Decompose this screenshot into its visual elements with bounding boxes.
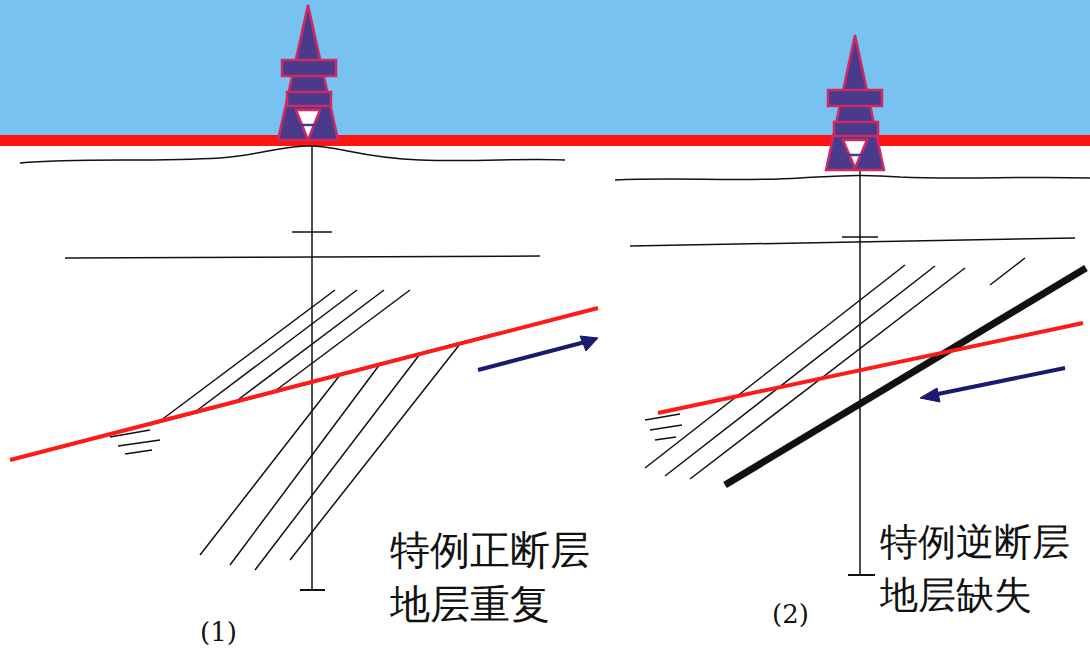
section-1 [10,146,598,590]
derrick-icon [826,35,884,170]
fault-caption: 地层重复 [390,582,550,626]
sky-band [0,0,1090,137]
derrick-icon [278,5,338,140]
fault-caption: 特例逆断层 [880,522,1070,564]
figure-number: (1) [200,618,237,647]
fault-caption: 特例正断层 [390,528,590,572]
section-2 [615,170,1090,575]
sea-line [0,135,1090,146]
fault-caption: 地层缺失 [880,575,1032,617]
figure-number: (2) [772,600,809,629]
